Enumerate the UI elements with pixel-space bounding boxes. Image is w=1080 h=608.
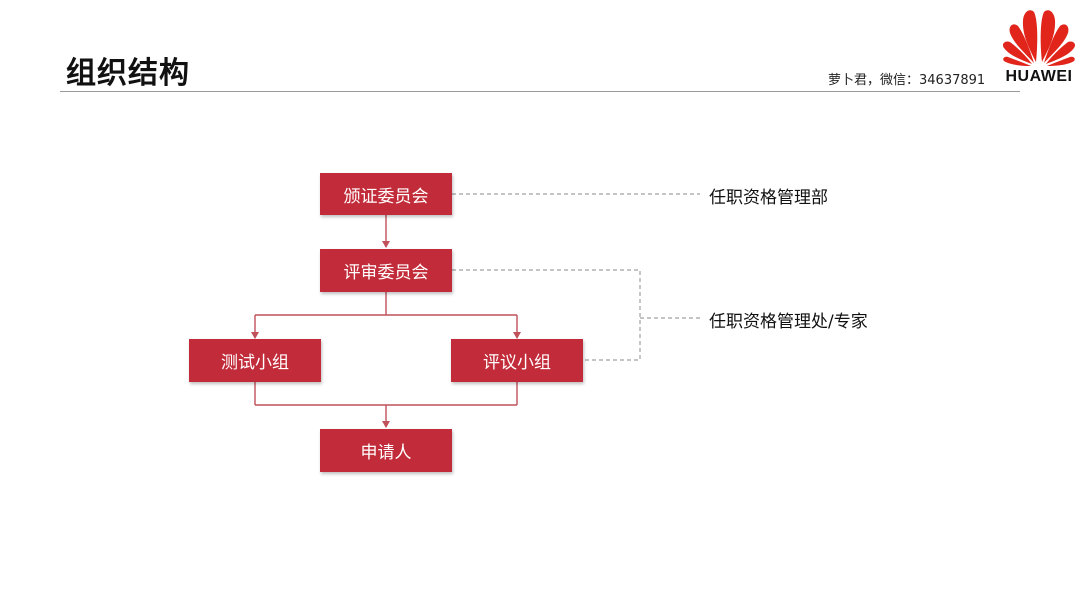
- huawei-logo: HUAWEI: [1000, 6, 1078, 90]
- node-testing-group: 测试小组: [189, 339, 321, 382]
- node-certification-committee: 颁证委员会: [320, 173, 452, 215]
- page-title: 组织结构: [66, 56, 190, 91]
- huawei-wordmark: HUAWEI: [1005, 68, 1073, 85]
- huawei-flower-icon: [1002, 10, 1076, 66]
- header-divider: [60, 91, 1020, 92]
- dashed-bracket-office: [452, 269, 641, 361]
- contact-info: 萝卜君，微信：34637891: [828, 73, 986, 88]
- node-applicant: 申请人: [320, 429, 452, 472]
- label-qualification-management-office: 任职资格管理处/专家: [709, 312, 868, 332]
- node-review-group: 评议小组: [451, 339, 583, 382]
- label-qualification-management-dept: 任职资格管理部: [709, 188, 828, 208]
- node-review-committee: 评审委员会: [320, 249, 452, 292]
